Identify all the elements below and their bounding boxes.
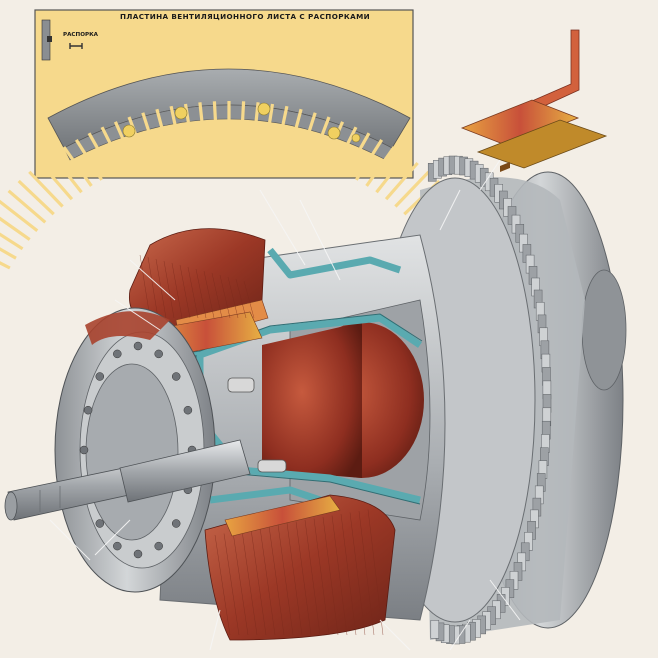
bolt	[133, 549, 143, 559]
rivet	[351, 133, 361, 143]
rivet	[327, 126, 341, 140]
plate-slot	[239, 101, 246, 148]
bolt	[154, 541, 163, 551]
plate-slot	[275, 105, 289, 153]
plate-slot	[287, 108, 303, 155]
motor-assembly	[4, 155, 627, 651]
plate-slot	[384, 161, 419, 201]
plate-slot	[74, 139, 104, 181]
bolt	[133, 341, 143, 351]
plate-slot	[394, 170, 430, 208]
bolt	[183, 405, 193, 415]
ventilation-plate-arc	[0, 68, 493, 270]
slot-wedge	[224, 495, 341, 537]
bolt	[154, 349, 163, 359]
plate-slot	[155, 108, 171, 155]
exploded-slot-wedge	[460, 29, 608, 172]
bolt	[113, 541, 122, 551]
plate-slot	[322, 121, 345, 166]
shaft	[4, 439, 251, 521]
plate-slot	[344, 132, 371, 176]
inset-panel	[0, 9, 493, 270]
plate-slot	[169, 105, 183, 153]
plate-slot	[354, 139, 384, 181]
plate-slot	[251, 102, 260, 149]
upper-winding	[128, 228, 266, 331]
plate-slot	[62, 146, 93, 187]
plate-slot	[113, 121, 136, 166]
bolt	[95, 372, 105, 381]
slot-opening	[257, 459, 287, 473]
plate-slot	[0, 232, 24, 251]
plate-slot	[100, 126, 125, 171]
plate-slot	[0, 199, 39, 233]
bolt	[83, 405, 93, 415]
spacer-label: РАСПОРКА	[63, 32, 98, 38]
plate-slot	[87, 132, 114, 176]
plate-slot	[0, 216, 31, 241]
rivet	[122, 124, 136, 138]
rivet	[257, 102, 271, 116]
plate-slot	[365, 146, 396, 187]
vent-fin	[430, 620, 440, 639]
plate-slot	[28, 170, 64, 208]
inset-title: ПЛАСТИНА ВЕНТИЛЯЦИОННОГО ЛИСТА С РАСПОРК…	[120, 12, 371, 21]
callout-leaders	[49, 159, 521, 651]
plate-slot	[263, 103, 275, 151]
slot-opening	[227, 377, 255, 393]
plate-slot	[7, 189, 47, 224]
plate-slot	[17, 179, 55, 216]
spacer-icon	[41, 19, 83, 61]
shaft-end	[4, 491, 18, 521]
plate-slot	[310, 116, 331, 162]
plate-slot	[333, 126, 358, 171]
plate-slot	[39, 161, 74, 201]
plate-slot	[141, 112, 159, 158]
plate-slot	[198, 102, 207, 149]
bolt	[113, 349, 122, 359]
plate-slot	[0, 261, 11, 270]
bolt	[79, 445, 89, 455]
bolt	[95, 519, 105, 528]
plate-slot	[50, 153, 83, 194]
bolt	[171, 519, 181, 528]
rear-hub	[581, 269, 627, 391]
plate-slot	[299, 112, 317, 158]
plate-slot	[127, 116, 148, 162]
plate-slot	[375, 153, 408, 194]
rivet	[174, 106, 188, 120]
plate-slot	[212, 101, 219, 148]
bolt	[171, 372, 181, 381]
plate-slot	[0, 247, 17, 260]
